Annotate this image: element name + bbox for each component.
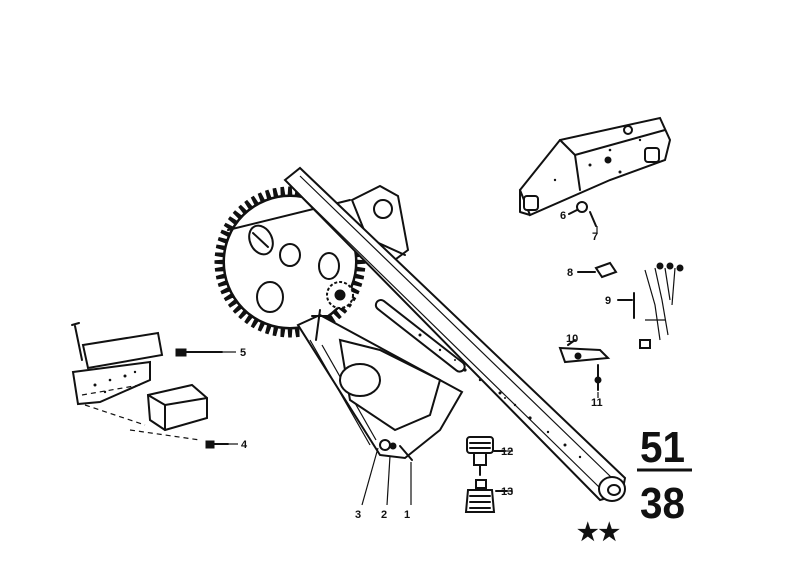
callout-12: 12	[501, 446, 513, 458]
callout-5: 5	[240, 347, 246, 359]
callout-8: 8	[567, 267, 573, 279]
reference-group-number: 51	[640, 422, 685, 471]
callout-11: 11	[591, 397, 603, 409]
callout-labels: 1 2 3 4 5 6 7 8 9 10 11 12 13	[240, 210, 611, 521]
callout-13: 13	[501, 486, 513, 498]
wiring-harness	[617, 262, 684, 349]
callout-1: 1	[404, 509, 410, 521]
reference-stars: ★★	[577, 519, 621, 546]
callout-4: 4	[241, 439, 248, 451]
callout-7: 7	[592, 231, 598, 243]
plug-parts	[464, 436, 508, 513]
reference-block: 51 38 ★★	[577, 422, 692, 546]
callout-3: 3	[355, 509, 361, 521]
pinion-gear	[326, 281, 354, 309]
pivot-bracket	[350, 184, 410, 264]
grommet-part	[577, 261, 618, 279]
callout-9: 9	[605, 295, 611, 307]
regulator-base-plate	[296, 309, 464, 461]
switch-part	[558, 339, 611, 391]
relay-assembly	[71, 322, 229, 449]
reference-sheet-number: 38	[640, 478, 685, 527]
lift-arm	[283, 166, 627, 502]
callout-6: 6	[560, 210, 566, 222]
callout-2: 2	[381, 509, 387, 521]
leader-lines	[222, 226, 599, 506]
mounting-rail	[518, 116, 672, 227]
callout-10: 10	[566, 333, 578, 345]
